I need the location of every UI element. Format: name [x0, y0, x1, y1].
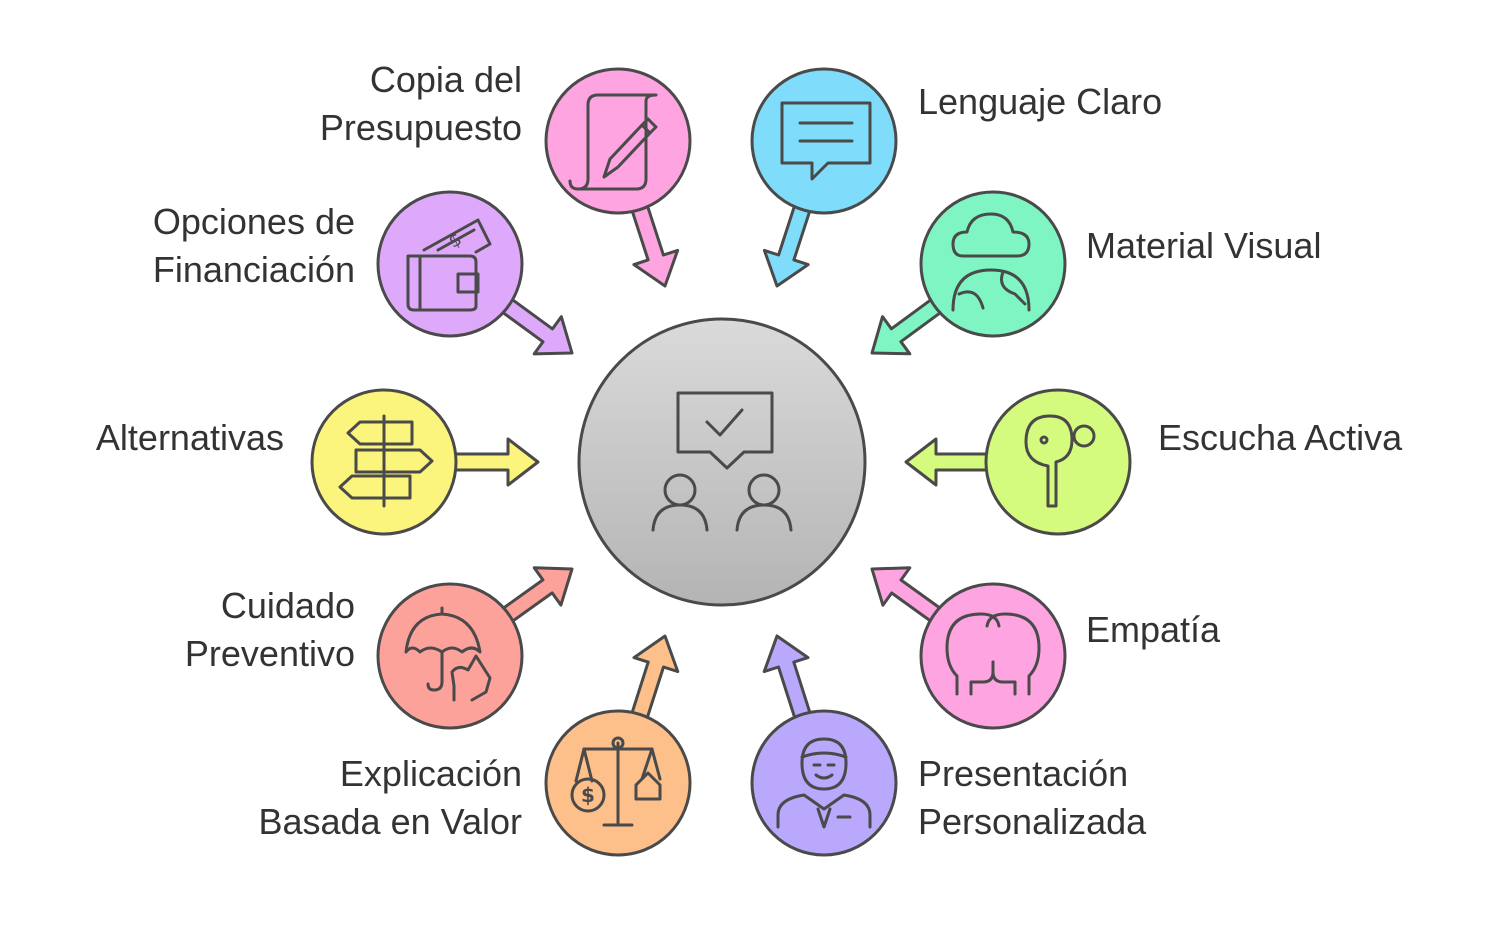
- speech-bubble-icon: [780, 101, 872, 181]
- node-opciones: $: [376, 190, 524, 338]
- node-material: [919, 190, 1067, 338]
- node-circle-empatia: [919, 582, 1067, 730]
- cloud-globe-icon: [951, 212, 1031, 312]
- arrow-explicacion: [629, 634, 680, 725]
- label-material: Material Visual: [1086, 222, 1321, 270]
- arrow-presentacion: [762, 634, 813, 725]
- arrow-material: [870, 295, 947, 356]
- center-hub: [577, 317, 867, 607]
- label-line: Opciones de: [152, 201, 355, 242]
- node-circle-opciones: [376, 190, 524, 338]
- arrow-lenguaje: [762, 199, 813, 288]
- label-line: Lenguaje Claro: [918, 81, 1163, 122]
- node-alternativas: [310, 388, 458, 536]
- circles-layer: $$: [310, 67, 1132, 857]
- label-line: Explicación: [339, 753, 522, 794]
- scroll-pen-icon: [568, 93, 658, 191]
- arrow-empatia: [870, 566, 946, 626]
- signpost-icon: [338, 414, 434, 508]
- node-escucha: [984, 388, 1132, 536]
- arrow-alternativas: [448, 437, 540, 487]
- umbrella-hand-icon: [404, 606, 492, 702]
- two-heads-icon: [945, 612, 1041, 696]
- conversation-check-icon: [651, 391, 793, 532]
- svg-text:$: $: [581, 783, 595, 807]
- label-line: Presupuesto: [319, 107, 522, 148]
- node-explicacion: $: [544, 709, 692, 857]
- node-presentacion: [750, 709, 898, 857]
- node-circle-presentacion: [750, 709, 898, 857]
- label-line: Presentación: [918, 753, 1129, 794]
- label-alternativas: Alternativas: [96, 414, 284, 462]
- label-lenguaje: Lenguaje Claro: [918, 78, 1162, 126]
- arrow-opciones: [497, 294, 574, 356]
- label-line: Escucha Activa: [1158, 417, 1403, 458]
- label-line: Financiación: [152, 249, 355, 290]
- node-circle-copia: [544, 67, 692, 215]
- earbud-icon: [1024, 414, 1096, 508]
- arrow-cuidado: [497, 566, 574, 626]
- label-line: Preventivo: [184, 633, 355, 674]
- label-line: Alternativas: [95, 417, 284, 458]
- label-line: Empatía: [1086, 609, 1221, 650]
- label-escucha: Escucha Activa: [1158, 414, 1402, 462]
- node-cuidado: [376, 582, 524, 730]
- arrow-copia: [629, 199, 680, 288]
- node-empatia: [919, 582, 1067, 730]
- label-empatia: Empatía: [1086, 606, 1220, 654]
- balance-scale-icon: $: [570, 736, 662, 827]
- label-opciones: Opciones de Financiación: [153, 198, 355, 294]
- node-circle-cuidado: [376, 582, 524, 730]
- arrows-layer: [448, 199, 994, 725]
- node-lenguaje: [750, 67, 898, 215]
- label-line: Personalizada: [918, 801, 1147, 842]
- businessman-icon: [776, 737, 872, 829]
- label-line: Basada en Valor: [258, 801, 522, 842]
- arrow-escucha: [904, 437, 994, 487]
- label-line: Material Visual: [1086, 225, 1322, 266]
- label-line: Cuidado: [220, 585, 355, 626]
- label-line: Copia del: [369, 59, 522, 100]
- node-copia: [544, 67, 692, 215]
